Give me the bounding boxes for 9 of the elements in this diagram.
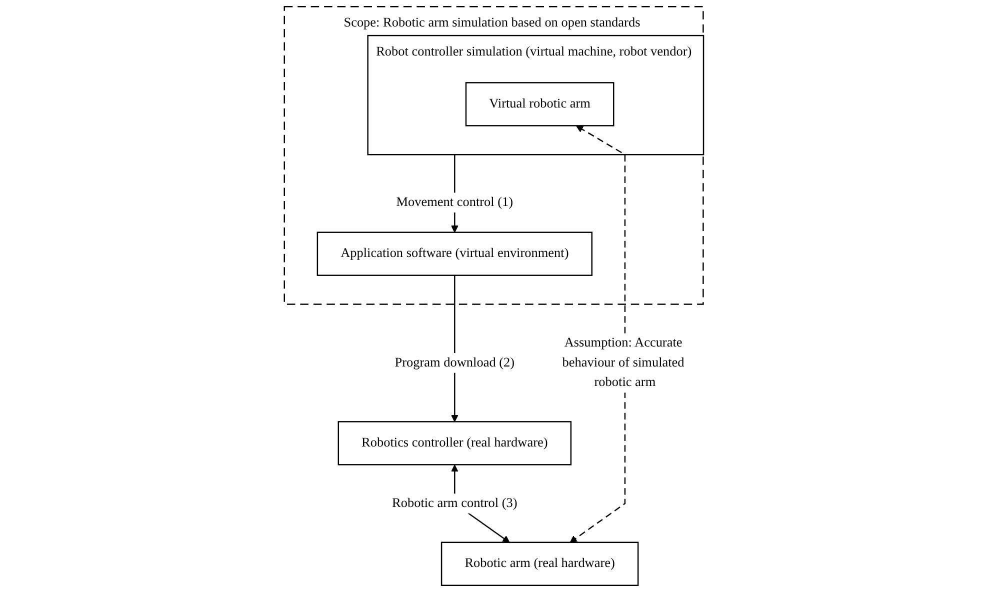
edge-label: Movement control (1) [396,195,514,210]
node-box: Application software (virtual environment) [316,232,592,276]
node-box: Robotics controller (real hardware) [338,421,572,466]
arrow [570,126,626,543]
edge-label: Assumption: Accurate behaviour of simulated robotic arm [562,336,684,390]
edge-label: Program download (2) [394,356,515,370]
node-box: Virtual robotic arm [465,82,614,126]
node-box: Robotic arm (real hardware) [440,542,639,586]
edge-label: Robotic arm control (3) [392,496,518,510]
